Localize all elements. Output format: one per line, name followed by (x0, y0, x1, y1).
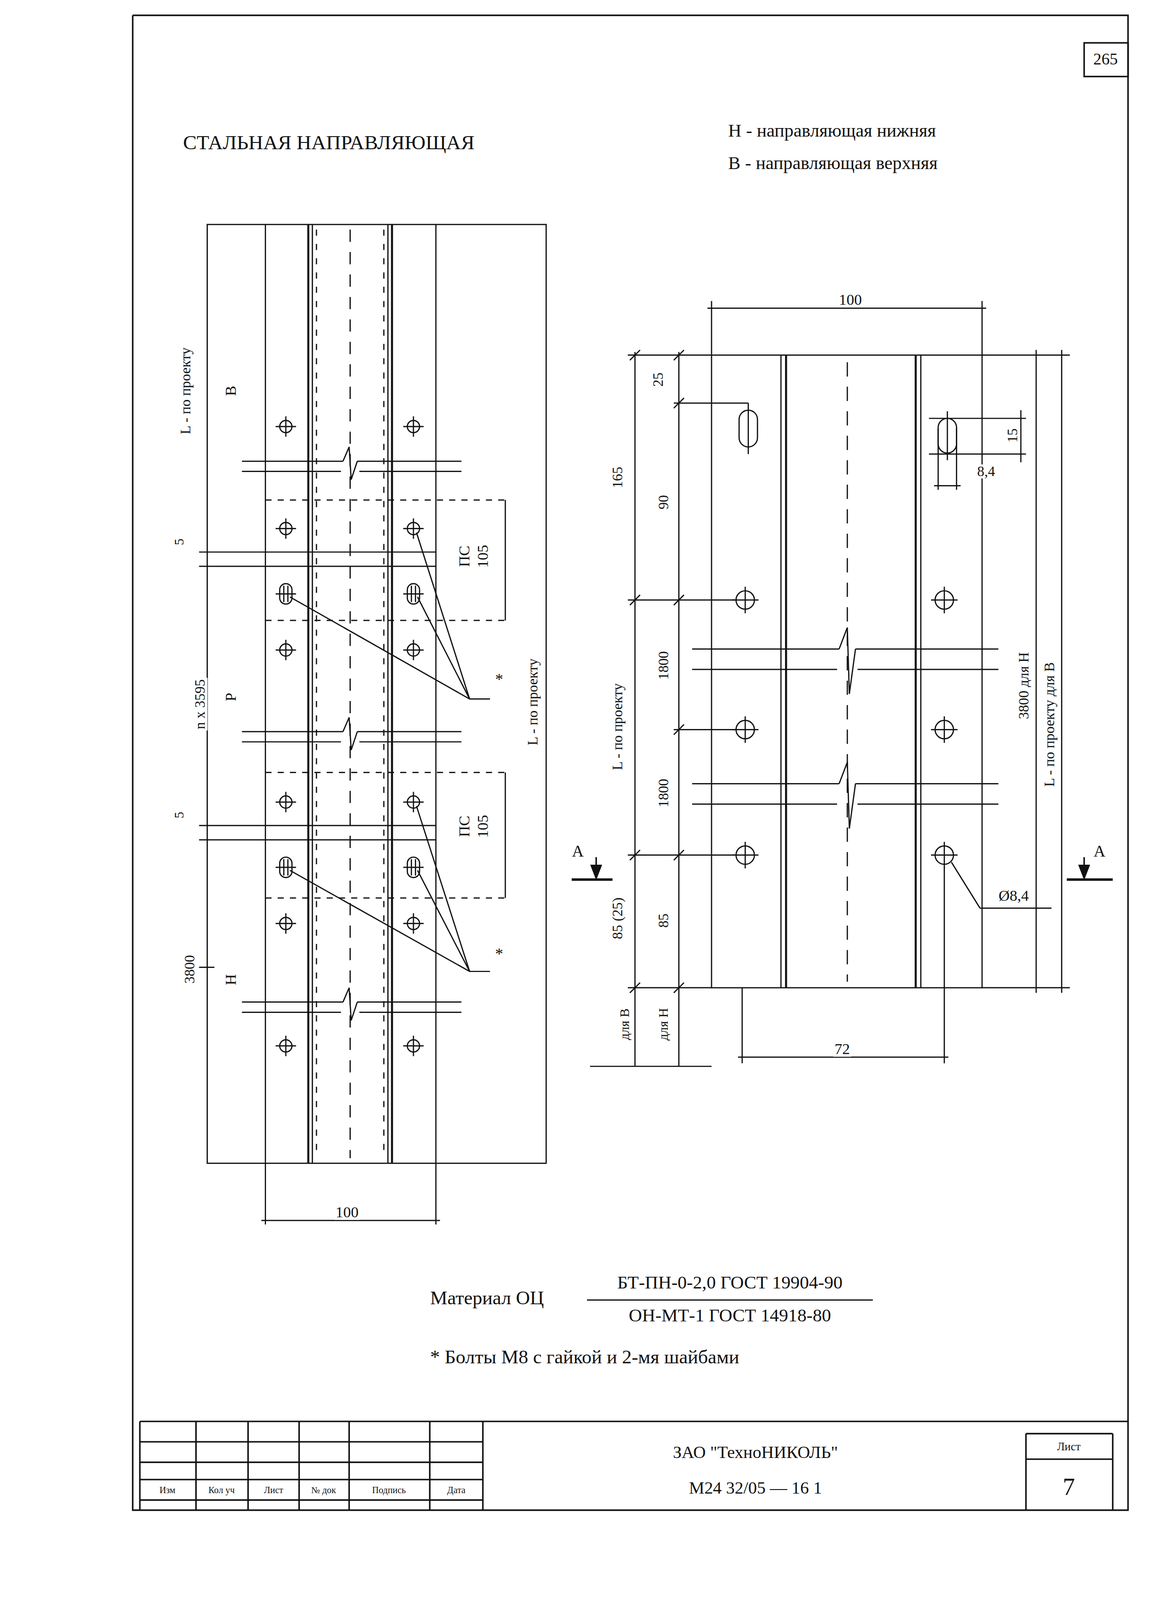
title-block (139, 1421, 1129, 1511)
dimension-label: А (570, 843, 585, 860)
guide-detail-view (571, 301, 1113, 1067)
dimension-label: 3800 (182, 954, 198, 986)
guide-plan-view (199, 224, 547, 1225)
title-block-header: Изм (158, 1485, 177, 1495)
material-note: Материал ОЦ (428, 1288, 546, 1309)
dimension-label: * (493, 945, 505, 963)
dimension-label: В (223, 384, 239, 398)
material-note: ОН-МТ-1 ГОСТ 14918-80 (627, 1306, 833, 1325)
dimension-label: Ø8,4 (997, 888, 1031, 904)
dimension-label: 85 (25) (610, 896, 625, 941)
sheet-frame (132, 15, 1129, 1511)
title-block-header: Кол уч (206, 1485, 236, 1495)
title-block-text: 7 (1061, 1474, 1077, 1500)
fraction-line (587, 1299, 873, 1301)
dimension-label: 105 (475, 813, 491, 840)
dimension-label: ПС (456, 544, 473, 569)
dimension-label: 85 (656, 912, 671, 930)
dimension-label: 90 (656, 493, 671, 511)
title-block-text: М24 32/05 — 16 1 (687, 1479, 824, 1497)
material-note: * Болты М8 с гайкой и 2-мя шайбами (428, 1347, 741, 1368)
dimension-label: 100 (837, 292, 864, 308)
dimension-label: 3800 для Н (1016, 651, 1032, 721)
dimension-label: 5 (173, 537, 187, 547)
page-number: 265 (1092, 50, 1120, 68)
dimension-label: 5 (173, 810, 187, 821)
dimension-label: L - по проекту (610, 681, 625, 772)
title-block-header: Подпись (370, 1485, 408, 1495)
dimension-label: 15 (1005, 427, 1020, 445)
dimension-label: L - по проекту для В (1042, 660, 1057, 789)
dimension-label: 1800 (656, 777, 671, 809)
dimension-label: Р (223, 691, 239, 703)
title-block-header: Дата (445, 1485, 468, 1495)
drawing-title: СТАЛЬНАЯ НАПРАВЛЯЮЩАЯ (181, 132, 476, 153)
title-block-header: № док (309, 1485, 338, 1495)
dimension-label: 8,4 (975, 464, 997, 479)
title-block-text: ЗАО "ТехноНИКОЛЬ" (671, 1443, 840, 1461)
dimension-label: А (1092, 843, 1107, 860)
dimension-label: L - по проекту (525, 657, 541, 748)
dimension-label: для В (618, 1007, 632, 1042)
dimension-label: n x 3595 (192, 677, 208, 731)
dimension-label: Н (223, 973, 239, 987)
dimension-label: 72 (833, 1041, 852, 1057)
dimension-label: 25 (651, 371, 666, 389)
dimension-label: 165 (610, 465, 625, 491)
legend-note: В - направляющая верхняя (726, 154, 940, 173)
material-note: БТ-ПН-0-2,0 ГОСТ 19904-90 (615, 1273, 845, 1293)
dimension-label: 100 (334, 1204, 360, 1221)
dimension-label: * (493, 671, 505, 688)
legend-note: Н - направляющая нижняя (726, 121, 938, 140)
title-block-text: Лист (1055, 1441, 1082, 1453)
dimension-label: для Н (656, 1007, 671, 1043)
dimension-label: L - по проекту (178, 346, 193, 437)
dimension-label: ПС (456, 814, 473, 839)
dimension-label: 105 (475, 543, 491, 570)
title-block-header: Лист (262, 1485, 285, 1495)
dimension-label: 1800 (656, 649, 671, 681)
